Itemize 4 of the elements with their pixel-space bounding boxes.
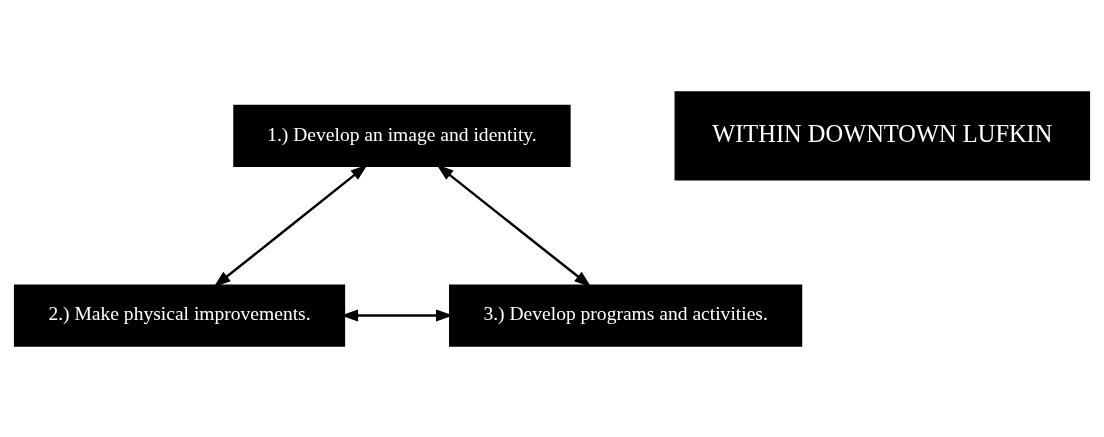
node-box: 2.) Make physical improvements. [13, 283, 346, 347]
node-box: 3.) Develop programs and activities. [449, 283, 803, 347]
node-box: WITHIN DOWNTOWN LUFKIN [674, 90, 1091, 180]
node-box: 1.) Develop an image and identity. [233, 104, 571, 167]
